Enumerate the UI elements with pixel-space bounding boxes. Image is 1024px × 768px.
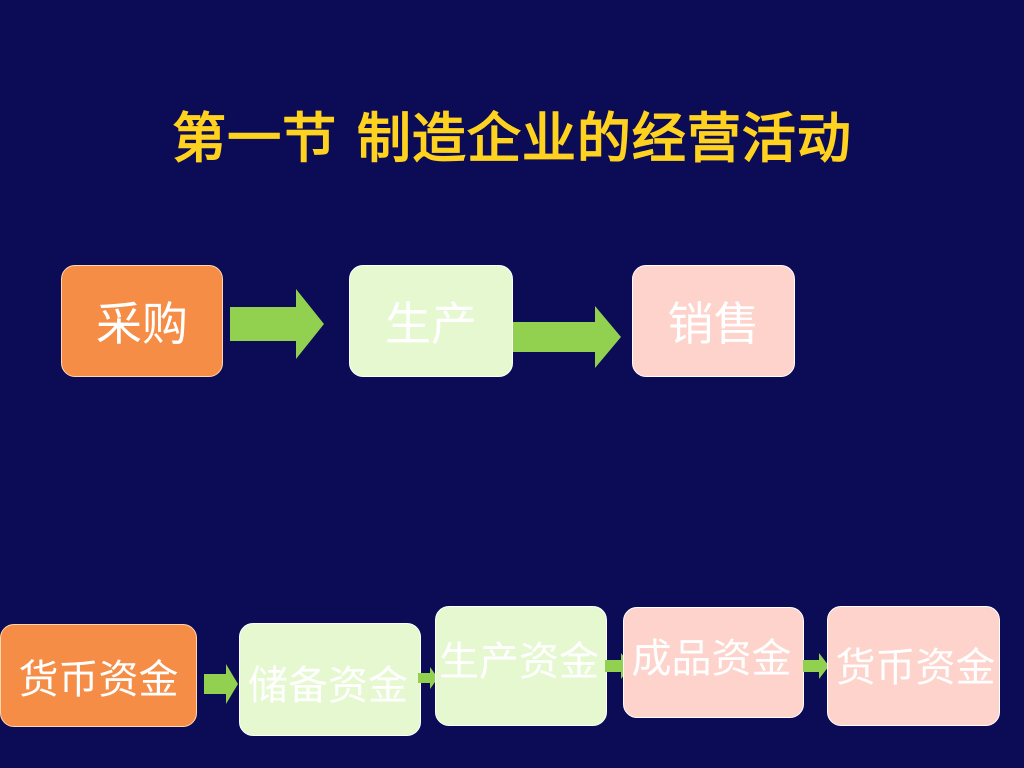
node-label: 成品资金 — [631, 635, 792, 682]
node-label: 生产 — [385, 297, 477, 351]
node-label: 货币资金 — [835, 645, 996, 691]
node-reserve-funds: 储备资金 — [239, 623, 421, 736]
node-label: 生产资金 — [439, 639, 599, 685]
node-production-funds: 生产资金 — [435, 606, 607, 726]
page-title: 第一节 制造企业的经营活动 — [172, 107, 852, 170]
right-arrow-icon — [230, 289, 324, 359]
node-production: 生产 — [349, 265, 513, 377]
node-label: 采购 — [96, 297, 188, 351]
node-finished-goods-funds: 成品资金 — [623, 607, 804, 718]
right-arrow-icon — [418, 667, 438, 689]
node-sales: 销售 — [632, 265, 795, 377]
right-arrow-icon — [513, 306, 621, 368]
node-monetary-funds-end: 货币资金 — [827, 606, 1000, 726]
right-arrow-icon — [204, 664, 238, 704]
right-arrow-icon — [803, 653, 829, 679]
node-label: 销售 — [667, 297, 760, 351]
node-procurement: 采购 — [61, 265, 223, 377]
node-monetary-funds-start: 货币资金 — [0, 624, 197, 727]
node-label: 储备资金 — [248, 662, 408, 709]
node-label: 货币资金 — [18, 656, 179, 703]
